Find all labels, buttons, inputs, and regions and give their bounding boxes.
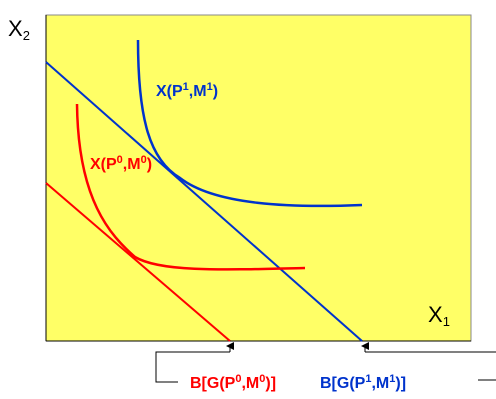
- leader-budget-old: [155, 351, 230, 383]
- budget-line-new: [45, 61, 363, 342]
- x-axis-symbol: X: [428, 302, 443, 327]
- y-axis-label: X2: [8, 16, 30, 43]
- x-axis-label: X1: [428, 302, 450, 329]
- y-axis-symbol: X: [8, 16, 23, 41]
- x-axis-subscript: 1: [443, 314, 450, 329]
- label-demand-new: X(P1,M1): [156, 81, 218, 100]
- label-demand-old: X(P0,M0): [90, 154, 152, 173]
- indifference-curve-new: [136, 39, 363, 208]
- label-budget-old: B[G(P0,M0)]: [190, 373, 276, 392]
- plot-area: [45, 14, 472, 342]
- budget-line-old: [45, 182, 231, 342]
- y-axis-subscript: 2: [23, 28, 30, 43]
- label-budget-new: B[G(P1,M1)]: [320, 373, 406, 392]
- indifference-curve-old: [75, 103, 306, 271]
